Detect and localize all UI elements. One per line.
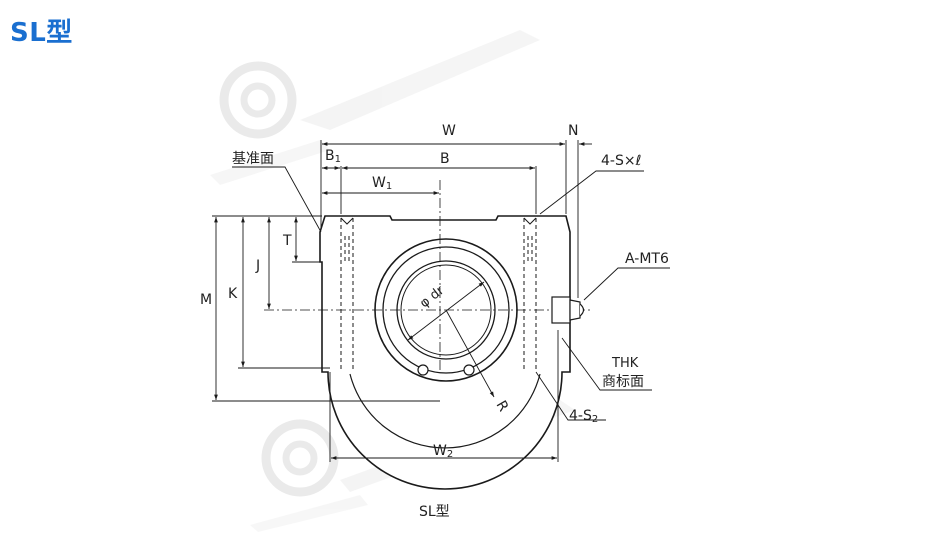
leader-mount-holes [539, 170, 644, 215]
dim-bore [407, 281, 485, 341]
grease-nipple [551, 296, 585, 324]
label-B: B [440, 151, 450, 167]
label-brand: THK [611, 356, 639, 371]
label-M: M [200, 292, 212, 308]
mount-hole-right [523, 218, 537, 370]
label-J: J [255, 258, 260, 274]
mount-hole-left [340, 218, 354, 370]
leader-brand-surface [561, 337, 652, 391]
housing-bottom-curve [349, 373, 541, 449]
label-N: N [568, 123, 578, 139]
label-brand-surface: 商标面 [602, 374, 644, 390]
watermark-logo-top [210, 30, 540, 185]
label-s2: 4-S2 [569, 408, 598, 425]
retaining-screws [417, 364, 475, 376]
label-mount-holes: 4-S×ℓ [601, 153, 641, 169]
label-W: W [442, 123, 456, 139]
page-title: SL型 [10, 18, 73, 48]
label-W2: W2 [433, 443, 453, 460]
leader-s2 [535, 371, 606, 421]
label-B1: B1 [325, 148, 341, 165]
leader-reference-surface [232, 166, 322, 233]
bearing-logo-icon [219, 61, 297, 139]
bearing-logo-icon [261, 419, 339, 497]
dim-R [445, 309, 495, 398]
label-K: K [228, 286, 238, 302]
label-W1: W1 [372, 175, 392, 192]
leader-grease-nipple [583, 267, 670, 301]
label-T: T [282, 233, 292, 249]
figure-caption: SL型 [419, 504, 450, 520]
label-grease-nipple: A-MT6 [625, 251, 669, 267]
label-reference-surface: 基准面 [232, 150, 274, 167]
